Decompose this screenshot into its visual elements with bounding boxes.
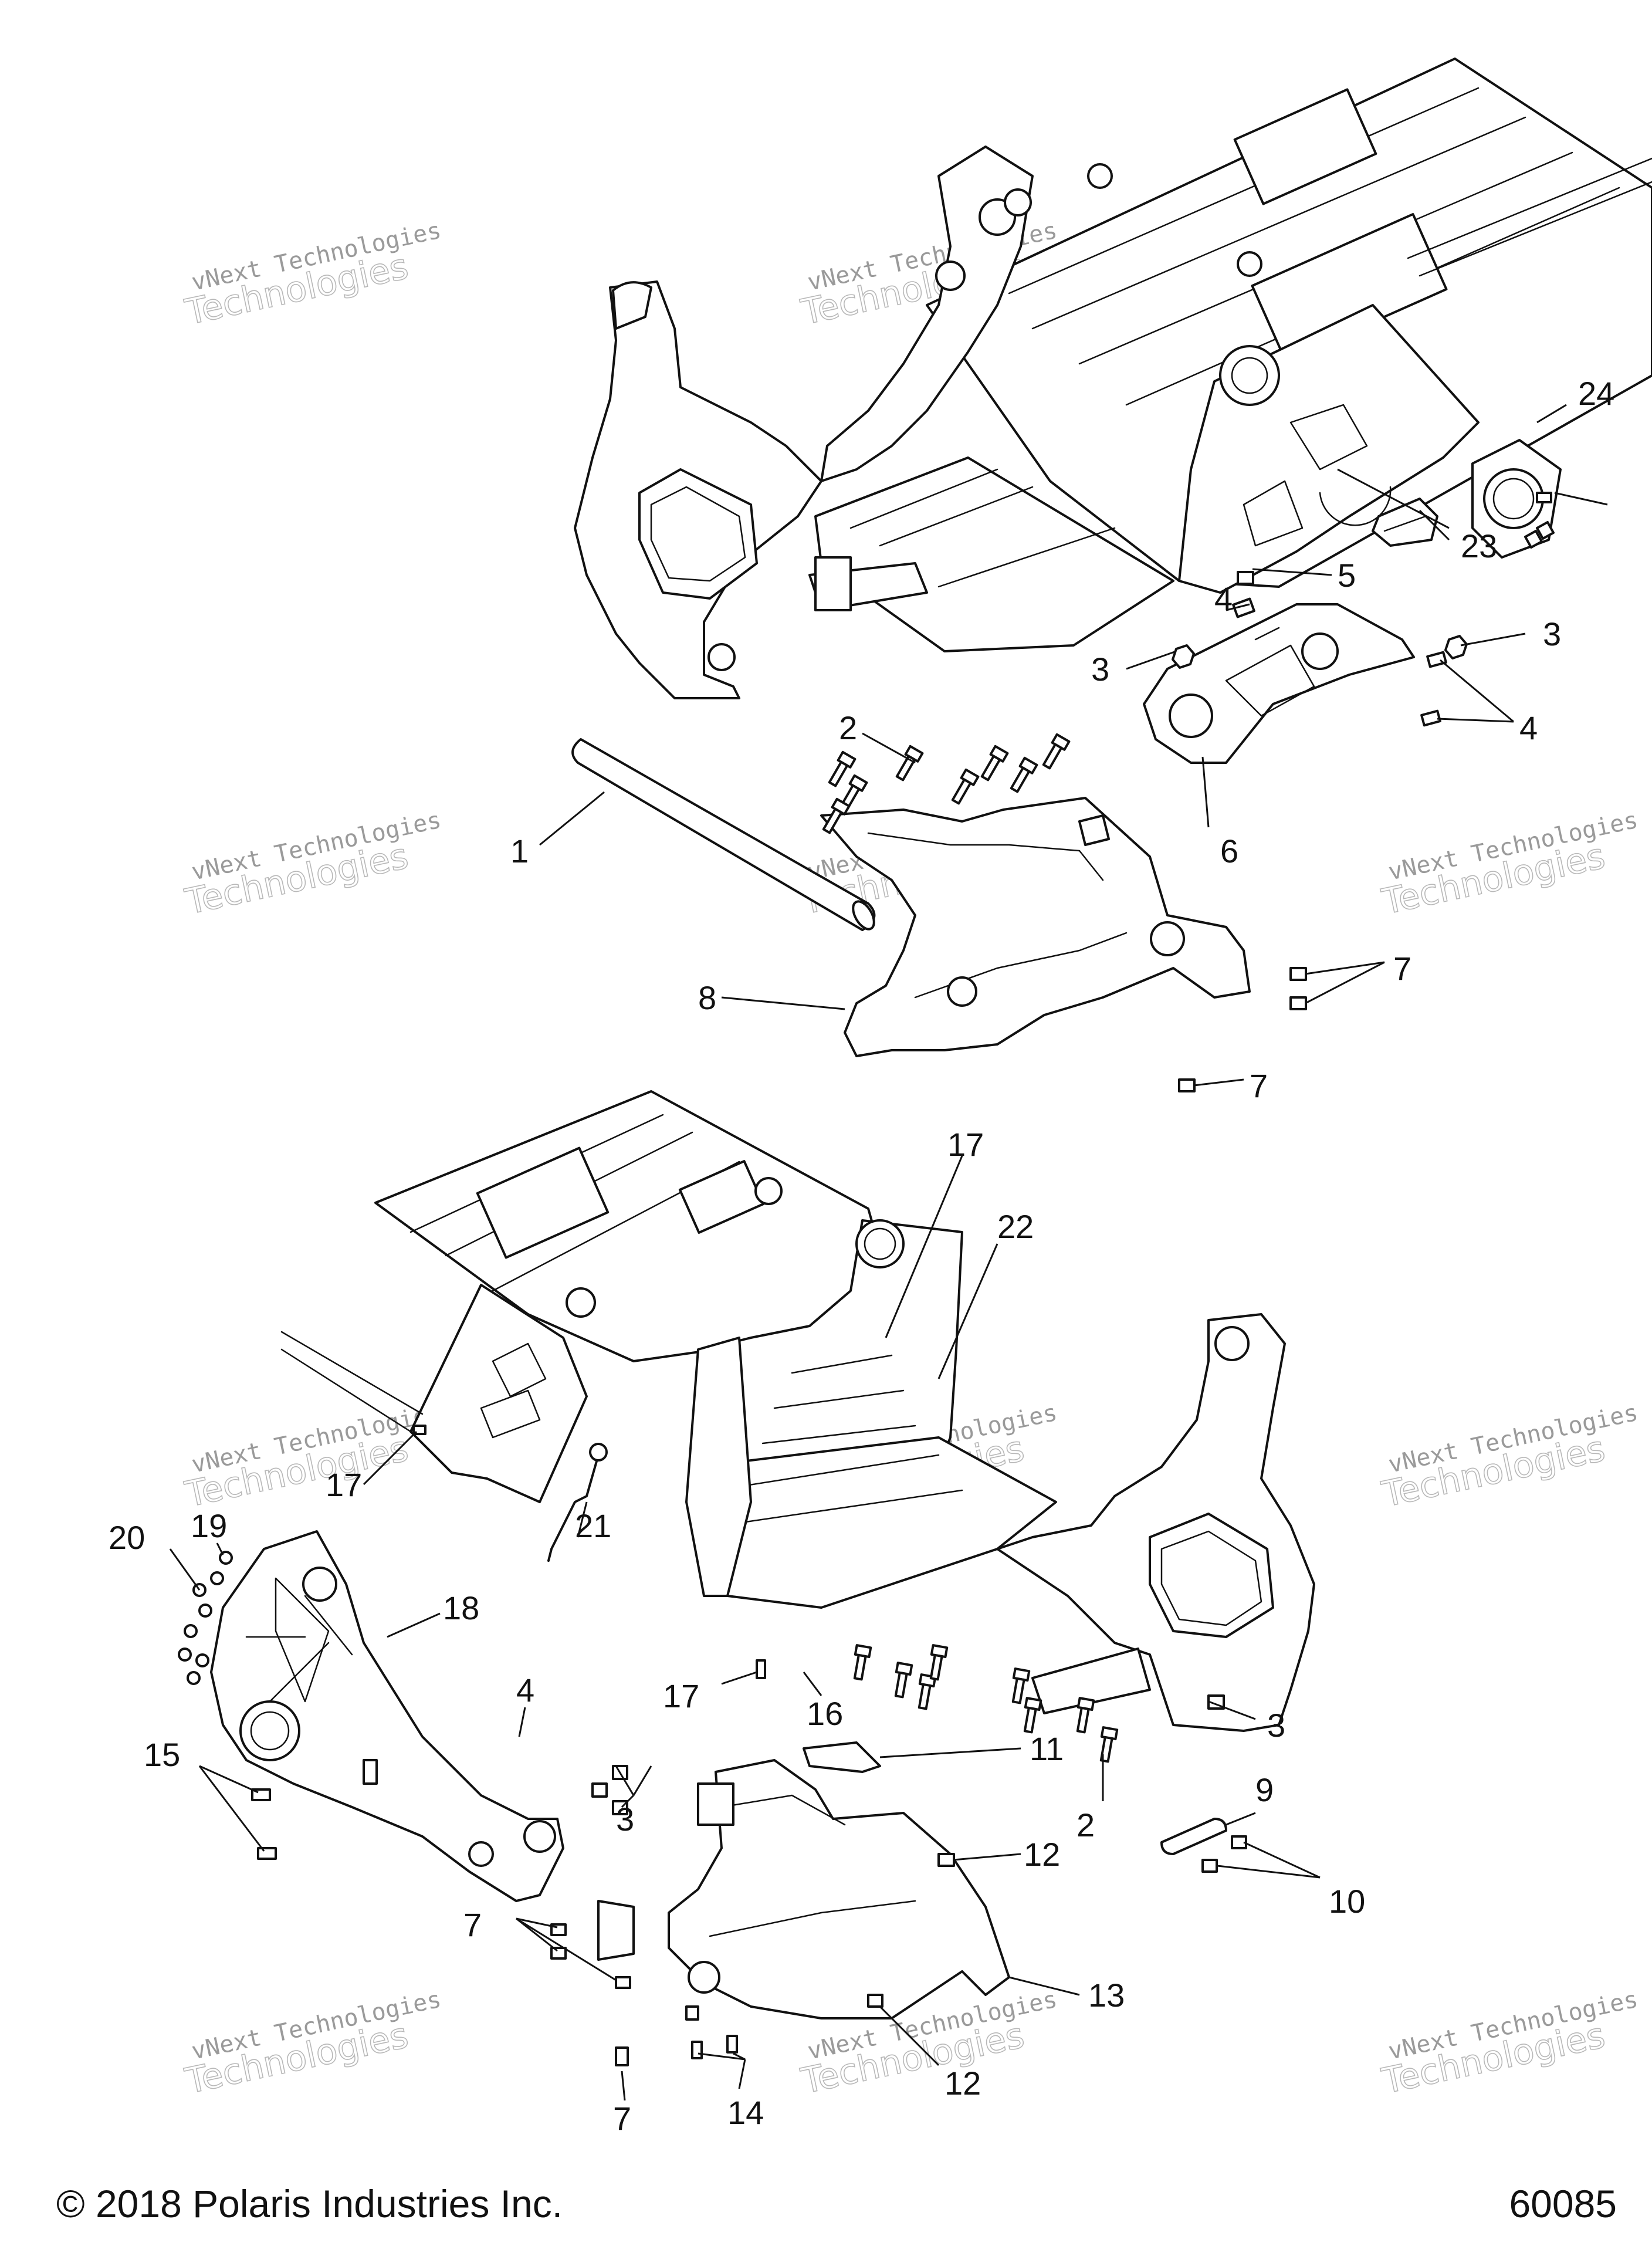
callout-1: 1: [510, 833, 529, 870]
callout-20: 20: [109, 1519, 145, 1556]
callout-12: 12: [945, 2065, 981, 2102]
callout-2: 2: [1076, 1807, 1095, 1843]
callout-19: 19: [191, 1507, 227, 1544]
callout-3: 3: [1543, 615, 1561, 652]
part-23-block: [1372, 498, 1438, 547]
callout-3: 3: [1267, 1707, 1285, 1744]
callout-21: 21: [575, 1507, 611, 1544]
callout-9: 9: [1255, 1771, 1274, 1808]
callout-4: 4: [516, 1672, 534, 1709]
callout-11: 11: [1030, 1730, 1064, 1767]
callout-4: 4: [1214, 580, 1233, 617]
part-2-bolts-lower: [853, 1644, 1119, 1763]
figure-number: 60085: [1509, 2182, 1617, 2225]
upper-chassis-assembly: [574, 57, 1652, 699]
callout-15: 15: [144, 1736, 180, 1773]
callout-4: 4: [1519, 709, 1538, 746]
callout-5: 5: [1338, 557, 1356, 594]
callout-labels: 24 23 5 4 3 3 4 2 6 1 7 8 7 17 22 17 21 …: [109, 375, 1614, 2137]
part-11-plate: [803, 1741, 881, 1773]
callout-8: 8: [698, 979, 716, 1016]
callout-3: 3: [1091, 651, 1109, 688]
callout-12: 12: [1024, 1836, 1060, 1873]
part-21-tensioner: [547, 1443, 608, 1562]
callout-7: 7: [1393, 950, 1411, 987]
callout-10: 10: [1329, 1883, 1365, 1920]
rear-left-plate: [409, 1284, 588, 1503]
part-19-20-nuts: [178, 1551, 233, 1685]
callout-24: 24: [1578, 375, 1614, 412]
part-24-gasket: [1471, 439, 1562, 559]
copyright-text: © 2018 Polaris Industries Inc.: [56, 2182, 563, 2225]
callout-16: 16: [807, 1695, 843, 1732]
callout-7: 7: [613, 2100, 631, 2137]
callout-6: 6: [1220, 833, 1238, 870]
lower-right-front-mount: [996, 1313, 1315, 1732]
part-8-lower-mount: [820, 797, 1251, 1057]
part-2-bolts-upper: [822, 733, 1071, 834]
part-18-chaincase: [210, 1530, 564, 1902]
callout-22: 22: [997, 1208, 1034, 1245]
callout-18: 18: [443, 1589, 479, 1626]
callout-14: 14: [727, 2094, 764, 2131]
callout-17: 17: [947, 1126, 984, 1163]
callout-17: 17: [326, 1466, 362, 1503]
lower-chassis-assembly: [280, 1090, 1315, 1732]
callout-2: 2: [839, 709, 857, 746]
part-6-bracket: [1143, 603, 1415, 764]
part-13-lower-mount: [597, 1759, 1010, 2019]
part-1-tube: [571, 738, 876, 931]
part-9-strap: [1160, 1818, 1227, 1855]
callout-17: 17: [663, 1677, 699, 1714]
callout-23: 23: [1461, 527, 1497, 564]
upper-fasteners: [1172, 492, 1552, 1092]
lower-fasteners: [251, 1425, 1247, 2066]
callout-3: 3: [616, 1801, 634, 1838]
callout-7: 7: [463, 1906, 482, 1943]
callout-13: 13: [1088, 1977, 1125, 2014]
part-22-side-plate: [685, 1337, 752, 1597]
leader-lines: [169, 404, 1608, 2101]
callout-7: 7: [1250, 1067, 1268, 1104]
